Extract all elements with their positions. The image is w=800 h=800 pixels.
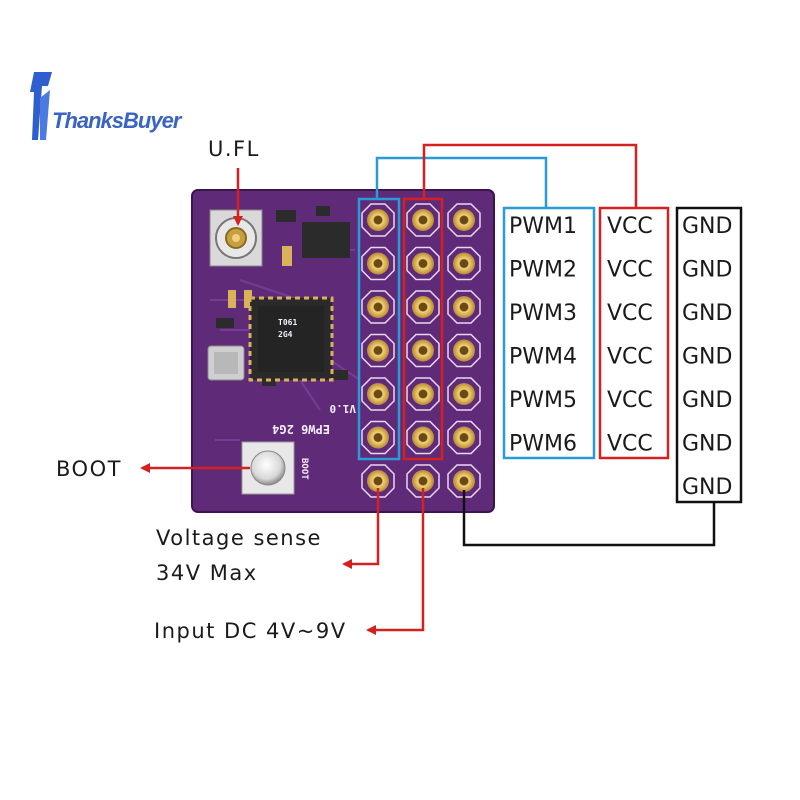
input-dc-label: Input DC 4V~9V: [154, 619, 347, 643]
header-pin: [453, 339, 475, 362]
vcc-pin-label: VCC: [607, 301, 653, 326]
gnd-pin-label: GND: [682, 345, 732, 370]
gnd-connector-wire: [462, 490, 716, 547]
header-pin: [367, 296, 389, 318]
header-pin: [412, 470, 434, 492]
header-pin: [412, 209, 434, 231]
header-pin: [367, 383, 389, 405]
voltage-sense-arrow: [342, 488, 380, 569]
vcc-pin-label: VCC: [607, 214, 653, 239]
gnd-label-box: [675, 206, 743, 504]
header-pin: [367, 209, 389, 231]
pwm-pin-label: PWM6: [509, 432, 577, 457]
pwm-pin-label: PWM3: [509, 301, 577, 326]
pwm-pin-column-box: [357, 197, 401, 461]
brand-logo: ThanksBuyer: [30, 72, 184, 140]
gnd-pin-label: GND: [682, 301, 732, 326]
header-pin: [453, 252, 475, 275]
header-pin: [412, 252, 434, 275]
board-version-marking: V1.0: [330, 402, 357, 415]
pwm-connector-wire: [375, 156, 548, 208]
vcc-pin-label: VCC: [607, 258, 653, 283]
header-pin: [367, 252, 389, 275]
pwm-label-box: [502, 206, 596, 460]
gnd-pin-label: GND: [682, 388, 732, 413]
ufl-connector: [209, 209, 263, 267]
svg-text:T061: T061: [278, 318, 297, 327]
pwm-pin-label: PWM1: [509, 214, 577, 239]
voltage-sense-label-line2: 34V Max: [156, 561, 258, 585]
vcc-pin-label: VCC: [607, 345, 653, 370]
gnd-pin-label: GND: [682, 258, 732, 283]
boot-label: BOOT: [56, 457, 122, 481]
header-pin: [412, 296, 434, 318]
pwm-pin-label: PWM4: [509, 345, 577, 370]
pwm-pin-label: PWM5: [509, 388, 577, 413]
header-pin: [412, 426, 434, 449]
main-chip: T061 2G4: [248, 296, 334, 382]
svg-text:2G4: 2G4: [278, 330, 293, 339]
pcb-board: T061 2G4 V1.0 EPW6 2G4 BOOT: [191, 189, 495, 513]
ufl-label: U.FL: [208, 137, 260, 161]
header-pin: [367, 426, 389, 449]
pin-header: [361, 203, 481, 498]
pwm-pin-label: PWM2: [509, 258, 577, 283]
gnd-pin-label: GND: [682, 432, 732, 457]
vcc-label-box: [598, 206, 670, 460]
header-pin: [367, 339, 389, 362]
header-pin: [453, 426, 475, 449]
input-dc-arrow: [366, 488, 425, 635]
vcc-pin-label: VCC: [607, 432, 653, 457]
vcc-pin-label: VCC: [607, 388, 653, 413]
header-pin: [453, 383, 475, 405]
header-pin: [453, 470, 475, 492]
brand-name: ThanksBuyer: [52, 108, 183, 133]
header-pin: [367, 470, 389, 492]
gnd-pin-label: GND: [682, 475, 732, 500]
board-model-marking: EPW6 2G4: [272, 422, 330, 436]
header-pin: [412, 383, 434, 405]
board-boot-marking: BOOT: [299, 458, 309, 480]
brand-mark-icon: [30, 72, 52, 140]
gnd-pin-label: GND: [682, 214, 732, 239]
vcc-connector-wire: [422, 143, 638, 208]
header-pin: [453, 296, 475, 318]
header-pin: [453, 209, 475, 231]
header-pin: [412, 339, 434, 362]
voltage-sense-label-line1: Voltage sense: [156, 526, 322, 550]
